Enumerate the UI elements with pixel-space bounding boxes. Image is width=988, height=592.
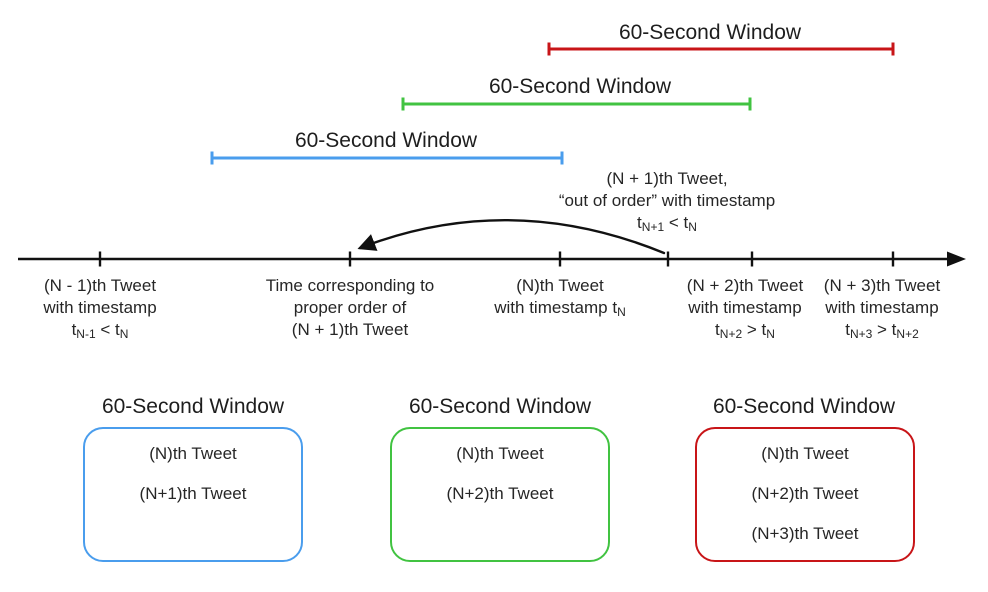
red-box-title: 60-Second Window bbox=[712, 395, 896, 418]
box-item: (N)th Tweet bbox=[149, 444, 237, 463]
blue-box-title: 60-Second Window bbox=[101, 395, 285, 418]
box-item: (N+3)th Tweet bbox=[751, 524, 859, 543]
green-window-box: (N)th Tweet (N+2)th Tweet bbox=[390, 427, 610, 562]
box-item: (N+2)th Tweet bbox=[446, 484, 554, 503]
label-proper-order-time: Time corresponding to proper order of (N… bbox=[265, 276, 435, 339]
green-box-title: 60-Second Window bbox=[408, 395, 592, 418]
out-of-order-arrow bbox=[357, 219, 666, 255]
green-window-bar bbox=[401, 97, 752, 111]
label-n-plus-3-tweet: (N + 3)th Tweet with timestamp tN+3 > tN… bbox=[824, 275, 940, 345]
blue-window-label: 60-Second Window bbox=[294, 129, 478, 152]
annotation-line-1: (N + 1)th Tweet, bbox=[606, 169, 728, 188]
box-item: (N)th Tweet bbox=[456, 444, 544, 463]
red-window-box: (N)th Tweet (N+2)th Tweet (N+3)th Tweet bbox=[695, 427, 915, 562]
blue-window-box: (N)th Tweet (N+1)th Tweet bbox=[83, 427, 303, 562]
timestamp-text: tN+3 > tN+2 bbox=[845, 320, 919, 341]
timeline-ticks bbox=[98, 251, 895, 267]
label-n-plus-2-tweet: (N + 2)th Tweet with timestamp tN+2 > tN bbox=[687, 275, 803, 345]
annotation-line-2: “out of order” with timestamp bbox=[558, 191, 776, 210]
label-n-tweet: (N)th Tweet with timestamp tN bbox=[494, 275, 625, 323]
box-item: (N)th Tweet bbox=[761, 444, 849, 463]
label-n-minus-1-tweet: (N - 1)th Tweet with timestamp tN-1 < tN bbox=[43, 275, 156, 345]
timestamp-text: with timestamp tN bbox=[494, 298, 626, 319]
box-item: (N+1)th Tweet bbox=[139, 484, 247, 503]
out-of-order-annotation: (N + 1)th Tweet, “out of order” with tim… bbox=[559, 168, 775, 238]
blue-window-bar bbox=[210, 151, 564, 165]
green-window-label: 60-Second Window bbox=[488, 75, 672, 98]
red-window-label: 60-Second Window bbox=[618, 21, 802, 44]
timestamp-text: tN+2 > tN bbox=[715, 320, 775, 341]
timestamp-text: tN-1 < tN bbox=[71, 320, 129, 341]
annotation-timestamp: tN+1 < tN bbox=[637, 213, 697, 234]
red-window-bar bbox=[547, 42, 895, 56]
timeline-arrowhead bbox=[947, 251, 966, 267]
box-item: (N+2)th Tweet bbox=[751, 484, 859, 503]
